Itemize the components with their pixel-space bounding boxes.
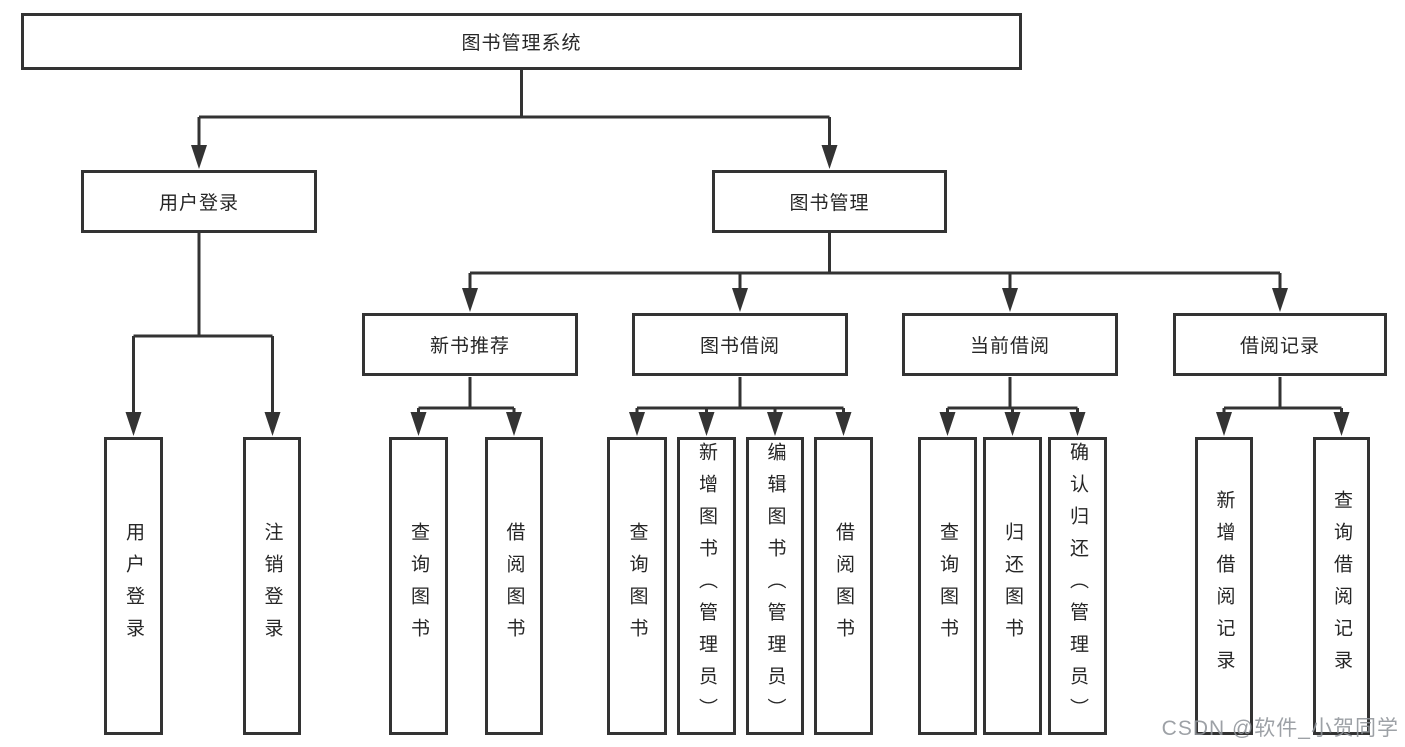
node-label: 图书管理系统 <box>461 33 582 54</box>
leaf-label: 查询图书 <box>937 522 958 650</box>
arrowhead-icon <box>1069 412 1086 436</box>
arrowhead-icon <box>462 288 478 312</box>
arrowhead-icon <box>1272 288 1288 312</box>
arrowhead-icon <box>191 145 207 169</box>
leaf-logout: 注销登录 <box>243 437 301 735</box>
leaf-label: 查询图书 <box>408 522 429 650</box>
leaf-label: 用户登录 <box>123 522 144 650</box>
leaf-label: 借阅图书 <box>503 522 525 650</box>
arrowhead-icon <box>939 412 956 436</box>
node-current-borrow: 当前借阅 <box>902 313 1118 376</box>
leaf-query-borrow-record: 查询借阅记录 <box>1313 437 1370 735</box>
node-user-login-module: 用户登录 <box>81 170 317 233</box>
leaf-label: 注销登录 <box>261 522 283 650</box>
leaf-query-book-current: 查询图书 <box>918 437 977 735</box>
connector-path <box>132 70 1343 414</box>
arrowhead-icon <box>1216 412 1232 436</box>
arrowhead-icon <box>410 412 427 436</box>
arrowhead-icon <box>1002 288 1018 312</box>
arrowhead-icon <box>264 412 281 436</box>
arrowhead-icon <box>1004 412 1021 436</box>
node-label: 当前借阅 <box>969 336 1050 357</box>
node-label: 图书借阅 <box>699 336 780 357</box>
node-new-book-recommend: 新书推荐 <box>362 313 578 376</box>
arrowhead-icon <box>698 412 715 436</box>
arrowhead-icon <box>629 412 645 436</box>
leaf-label: 查询借阅记录 <box>1331 490 1352 682</box>
leaf-user-login: 用户登录 <box>104 437 163 735</box>
node-book-borrow: 图书借阅 <box>632 313 848 376</box>
arrowhead-icon <box>506 412 522 436</box>
node-label: 借阅记录 <box>1239 336 1320 357</box>
leaf-confirm-return-admin: 确认归还（管理员） <box>1048 437 1107 735</box>
arrowhead-icon <box>835 412 852 436</box>
node-label: 用户登录 <box>158 193 239 214</box>
csdn-watermark: CSDN @软件_小贺同学 <box>1161 717 1399 740</box>
arrowhead-icon <box>732 288 748 312</box>
node-book-management-module: 图书管理 <box>712 170 947 233</box>
leaf-edit-book-admin: 编辑图书（管理员） <box>746 437 804 735</box>
leaf-label: 新增借阅记录 <box>1213 490 1235 682</box>
node-borrow-records: 借阅记录 <box>1173 313 1387 376</box>
leaf-query-book-recommend: 查询图书 <box>389 437 448 735</box>
arrowhead-icon <box>821 145 838 169</box>
leaf-label: 确认归还（管理员） <box>1067 442 1088 730</box>
arrowhead-icon <box>125 412 142 436</box>
leaf-borrow-book-recommend: 借阅图书 <box>485 437 543 735</box>
arrowhead-icon <box>767 412 783 436</box>
leaf-label: 编辑图书（管理员） <box>764 442 786 730</box>
leaf-return-book: 归还图书 <box>983 437 1042 735</box>
arrowhead-icon <box>1333 412 1350 436</box>
leaf-label: 新增图书（管理员） <box>696 442 717 730</box>
leaf-add-borrow-record: 新增借阅记录 <box>1195 437 1253 735</box>
node-root-system: 图书管理系统 <box>21 13 1022 70</box>
leaf-label: 归还图书 <box>1002 522 1023 650</box>
leaf-label: 查询图书 <box>626 522 648 650</box>
node-label: 新书推荐 <box>429 336 510 357</box>
node-label: 图书管理 <box>789 193 870 214</box>
leaf-add-book-admin: 新增图书（管理员） <box>677 437 736 735</box>
leaf-label: 借阅图书 <box>833 522 854 650</box>
leaf-query-book-borrow: 查询图书 <box>607 437 667 735</box>
leaf-borrow-book: 借阅图书 <box>814 437 873 735</box>
